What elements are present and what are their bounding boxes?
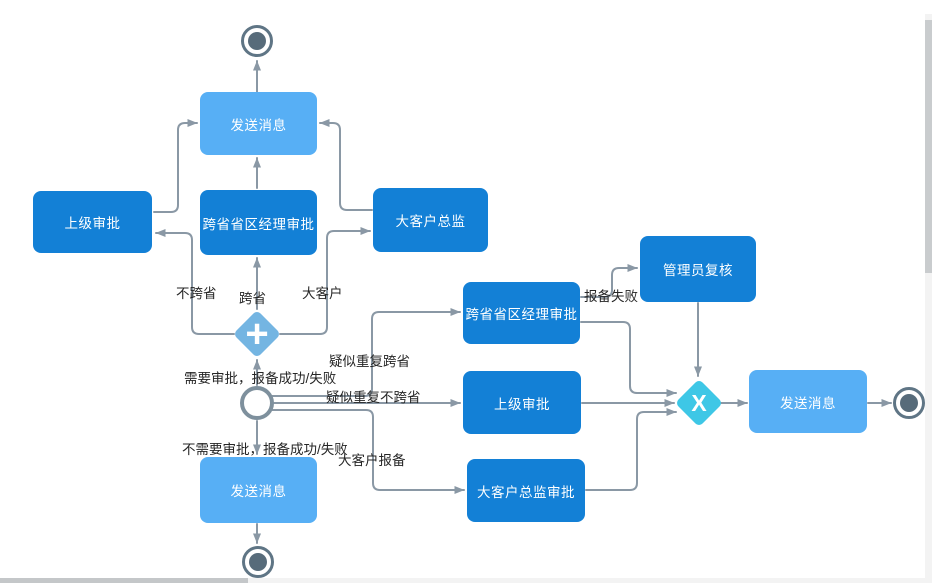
- edge-label-need-approval[interactable]: 需要审批，报备成功/失败: [184, 371, 337, 386]
- task-cross-province-manager-approval-left[interactable]: 跨省省区经理审批: [200, 190, 317, 255]
- end-event-dot: [249, 553, 267, 571]
- task-admin-review[interactable]: 管理员复核: [640, 236, 756, 302]
- plus-icon: +: [245, 312, 269, 356]
- task-send-message-top[interactable]: 发送消息: [200, 92, 317, 155]
- connector-parallel-to-keydirector[interactable]: [279, 227, 371, 335]
- task-key-account-director-approval[interactable]: 大客户总监审批: [467, 459, 585, 522]
- connector-start-to-crossmgrright[interactable]: [271, 308, 461, 397]
- connector-keydirector-to-sendtop[interactable]: [319, 119, 373, 211]
- task-label: 发送消息: [780, 395, 836, 411]
- end-event-dot: [900, 394, 918, 412]
- task-label: 上级审批: [64, 216, 121, 231]
- task-key-account-director[interactable]: 大客户总监: [373, 188, 488, 252]
- edge-label-suspected-dup-cross[interactable]: 疑似重复跨省: [329, 354, 410, 369]
- task-label: 大客户总监: [395, 214, 466, 229]
- task-label: 大客户总监审批: [477, 484, 575, 500]
- edge-label-report-failed[interactable]: 报备失败: [584, 289, 638, 304]
- task-label: 管理员复核: [663, 263, 733, 278]
- connector-superiorleft-to-sendtop[interactable]: [153, 119, 198, 213]
- task-superior-approval-right[interactable]: 上级审批: [463, 371, 581, 434]
- task-superior-approval-left[interactable]: 上级审批: [33, 191, 152, 253]
- vertical-scrollbar-track[interactable]: [925, 14, 932, 583]
- connector-start-to-keydirapproval[interactable]: [271, 409, 465, 494]
- connector-keydirapproval-to-exclusive[interactable]: [585, 408, 677, 491]
- connector-crossmgrright-to-adminreview[interactable]: [580, 264, 638, 298]
- edge-label-cross-province[interactable]: 跨省: [239, 291, 266, 306]
- end-event-bottom[interactable]: [242, 546, 274, 578]
- task-label: 上级审批: [494, 396, 550, 412]
- edge-label-key-account-report[interactable]: 大客户报备: [338, 453, 406, 468]
- task-label: 跨省省区经理审批: [202, 216, 315, 232]
- edge-label-key-account[interactable]: 大客户: [302, 286, 343, 301]
- task-label: 发送消息: [230, 484, 287, 499]
- parallel-gateway[interactable]: +: [232, 309, 282, 359]
- exclusive-gateway[interactable]: X: [674, 378, 724, 428]
- horizontal-scrollbar-track[interactable]: [0, 578, 932, 583]
- end-event-dot: [248, 32, 266, 50]
- edge-label-suspected-dup-not-cross[interactable]: 疑似重复不跨省: [326, 390, 421, 405]
- vertical-scrollbar-thumb[interactable]: [925, 20, 932, 273]
- task-send-message-right[interactable]: 发送消息: [749, 370, 867, 433]
- edge-label-no-need-approval[interactable]: 不需要审批，报备成功/失败: [182, 442, 348, 457]
- edge-label-not-cross-province[interactable]: 不跨省: [176, 286, 217, 301]
- end-event-top[interactable]: [241, 25, 273, 57]
- connector-parallel-to-superiorleft[interactable]: [155, 229, 235, 335]
- x-icon: X: [691, 389, 707, 416]
- task-send-message-bottom[interactable]: 发送消息: [200, 457, 317, 523]
- horizontal-scrollbar-thumb[interactable]: [0, 578, 248, 583]
- end-event-right[interactable]: [893, 387, 925, 419]
- task-label: 发送消息: [230, 117, 287, 133]
- task-cross-province-manager-approval-right[interactable]: 跨省省区经理审批: [463, 282, 580, 344]
- start-event[interactable]: [240, 386, 274, 420]
- task-label: 跨省省区经理审批: [465, 307, 578, 322]
- connector-crossmgrright-to-exclusive[interactable]: [580, 321, 677, 397]
